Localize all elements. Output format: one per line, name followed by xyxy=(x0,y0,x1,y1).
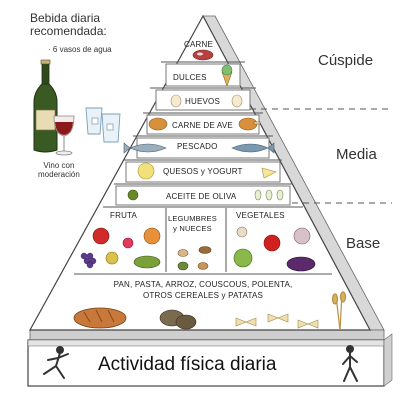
tier-label-vegetales: VEGETALES xyxy=(236,211,285,220)
legumbres-line1: LEGUMBRES xyxy=(168,214,217,223)
level-dividers xyxy=(250,108,392,204)
olives-icon xyxy=(127,189,284,201)
level-label-base: Base xyxy=(346,235,381,252)
tier-label-carne-de-ave: CARNE DE AVE xyxy=(172,121,233,130)
pasta-icon xyxy=(235,313,319,329)
nuts-icon xyxy=(177,246,212,271)
tier-label-aceite: ACEITE DE OLIVA xyxy=(166,192,237,201)
level-label-media: Media xyxy=(336,146,377,163)
level-label-cuspide: Cúspide xyxy=(318,52,374,69)
walker-icon xyxy=(342,345,358,382)
legumbres-line2: y NUECES xyxy=(173,224,212,233)
wine-bottle-icon xyxy=(33,59,58,153)
water-glasses-icon xyxy=(85,107,121,143)
tier-label-legumbres: LEGUMBRES y NUECES xyxy=(168,214,217,234)
drink-title-line1: Bebida diaria xyxy=(30,11,101,25)
cereales-line2: OTROS CEREALES y PATATAS xyxy=(142,291,264,300)
wine-glass-icon xyxy=(53,115,75,156)
eggs-icon xyxy=(170,94,243,108)
wine-line2: moderación xyxy=(38,170,80,179)
chicken-icon xyxy=(148,117,261,131)
water-note: · 6 vasos de agua xyxy=(48,45,112,54)
bullet: · xyxy=(48,45,53,54)
tier-lines xyxy=(74,61,332,275)
activity-caption: Actividad física diaria xyxy=(98,354,277,375)
wine-note: Vino con moderación xyxy=(38,161,80,179)
steak-icon xyxy=(192,49,214,61)
tier-label-carne: CARNE xyxy=(184,40,214,49)
wheat-icon xyxy=(331,291,347,331)
potatoes-icon xyxy=(159,309,197,330)
drinks-illustration xyxy=(33,59,121,156)
drink-title-line2: recomendada: xyxy=(30,24,107,38)
drink-title: Bebida diaria recomendada: xyxy=(30,12,107,38)
cheese-icon xyxy=(137,162,277,180)
vegetables-icon xyxy=(233,226,316,272)
fish-icon xyxy=(123,142,275,154)
ice-cream-icon xyxy=(221,64,233,87)
activity-box xyxy=(27,339,385,387)
tier-label-pescado: PESCADO xyxy=(177,142,218,151)
tier-label-huevos: HUEVOS xyxy=(185,97,220,106)
runner-icon xyxy=(43,346,69,379)
cereales-line1: PAN, PASTA, ARROZ, COUSCOUS, POLENTA, xyxy=(113,280,293,289)
wine-line1: Vino con xyxy=(43,161,75,170)
bread-icon xyxy=(73,307,127,329)
tier-label-cereales: PAN, PASTA, ARROZ, COUSCOUS, POLENTA, OT… xyxy=(94,279,312,301)
tier-label-fruta: FRUTA xyxy=(110,211,138,220)
tier-label-quesos: QUESOS y YOGURT xyxy=(163,167,243,176)
tier-label-dulces: DULCES xyxy=(173,73,207,82)
water-text: 6 vasos de agua xyxy=(52,45,112,54)
fruit-icon xyxy=(80,227,161,269)
